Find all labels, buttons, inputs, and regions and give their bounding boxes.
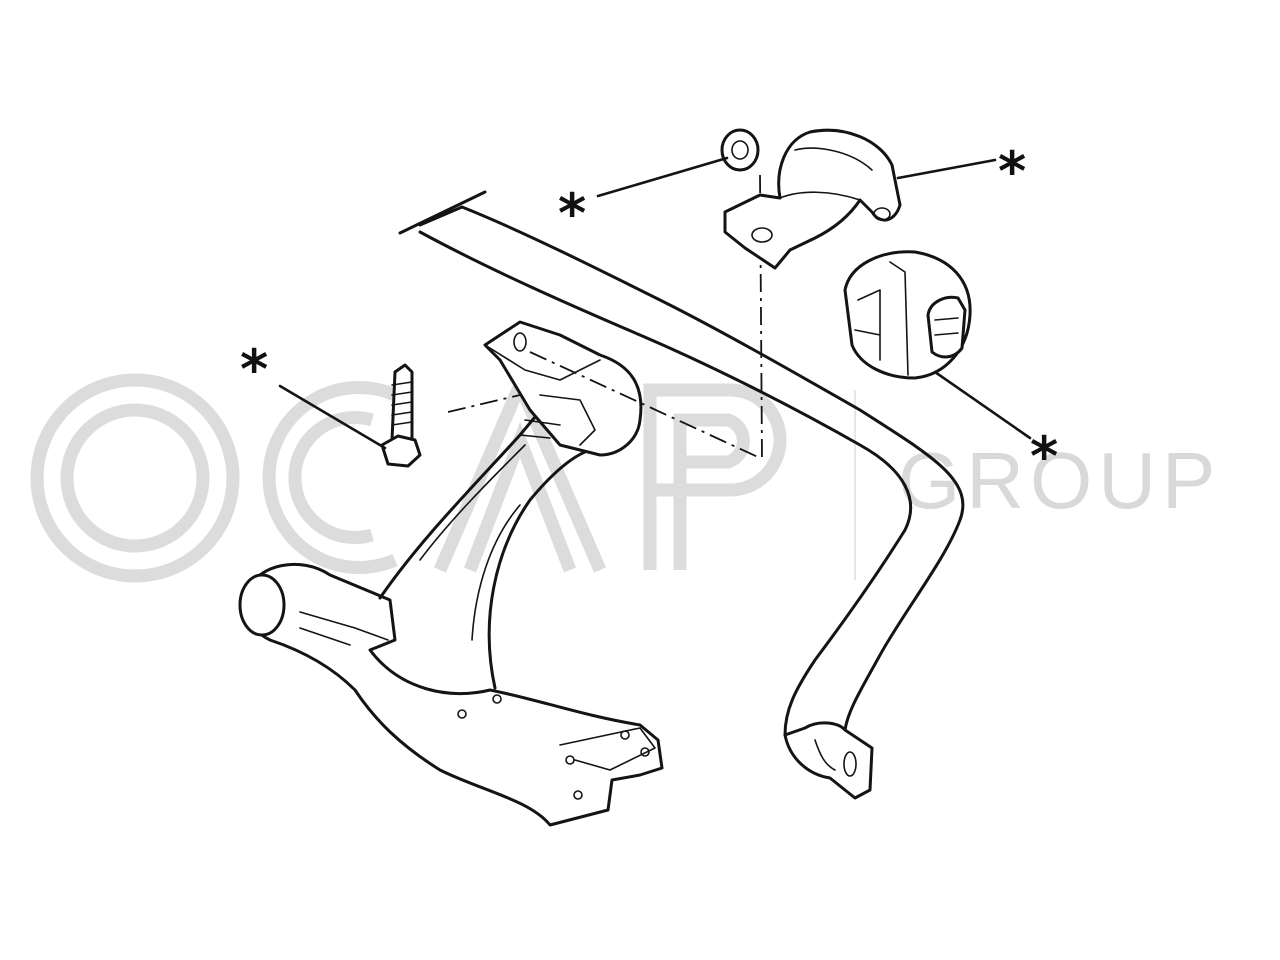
- bolt-leader: [278, 384, 387, 450]
- watermark-letter-c-outer: [262, 381, 398, 574]
- bushing-callout-asterisk: *: [1030, 425, 1058, 488]
- watermark-outer-ring: [30, 373, 240, 583]
- washer-leader: [596, 156, 729, 198]
- bolt-callout-asterisk: *: [240, 338, 268, 401]
- washer: [720, 128, 760, 172]
- washer-callout-asterisk: *: [558, 182, 586, 245]
- bushing-clamp-bracket: [723, 128, 902, 270]
- lower-control-arm: [238, 320, 664, 827]
- stabilizer-bar: [398, 190, 965, 800]
- callout-markers: * * * *: [240, 140, 1058, 488]
- watermark-letter-p-inner: [673, 413, 750, 570]
- bushing-leader: [933, 370, 1032, 440]
- callout-leaders: [278, 156, 1032, 450]
- watermark-letter-p-outer: [643, 383, 787, 570]
- clamp-callout-asterisk: *: [998, 140, 1026, 203]
- watermark-letter-a-inner: [463, 421, 577, 573]
- watermark-inner-ring: [60, 403, 210, 553]
- mounting-bolt: [380, 363, 422, 468]
- stabilizer-bar-bushing: [843, 250, 972, 380]
- watermark-group-text: GROUP: [898, 436, 1221, 525]
- watermark-letter-c-inner: [288, 411, 374, 544]
- clamp-leader: [896, 158, 997, 180]
- watermark-brand-text: OCAP: [40, 598, 43, 601]
